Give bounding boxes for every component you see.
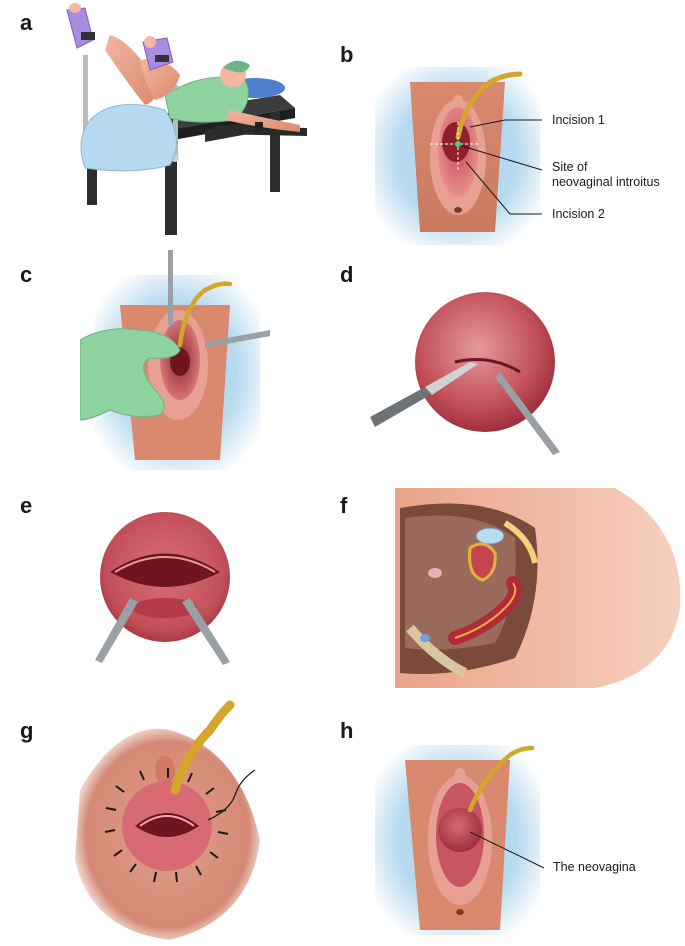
panel-letter-d: d: [340, 262, 354, 287]
label-neovagina: The neovagina: [553, 860, 636, 874]
panel-c-illustration: [80, 250, 270, 470]
panel-h-illustration: [375, 745, 545, 935]
label-incision-1: Incision 1: [552, 113, 605, 127]
panel-a-illustration: [66, 3, 307, 235]
panel-f-illustration: [395, 488, 681, 688]
panel-letter-e: e: [20, 493, 33, 518]
panel-letter-c: c: [20, 262, 33, 287]
panel-letter-f: f: [340, 493, 348, 518]
panel-letter-g: g: [20, 718, 34, 743]
panel-letter-b: b: [340, 42, 354, 67]
panel-g-illustration: [75, 700, 260, 940]
panel-letter-h: h: [340, 718, 354, 743]
panel-letter-a: a: [20, 10, 33, 35]
panel-e-illustration: [95, 512, 230, 665]
label-site-line-1: Site of: [552, 160, 588, 174]
label-incision-2: Incision 2: [552, 207, 605, 221]
label-site-line-2: neovaginal introitus: [552, 175, 660, 189]
panel-b-illustration: [375, 67, 543, 245]
panel-d-illustration: [370, 292, 560, 455]
